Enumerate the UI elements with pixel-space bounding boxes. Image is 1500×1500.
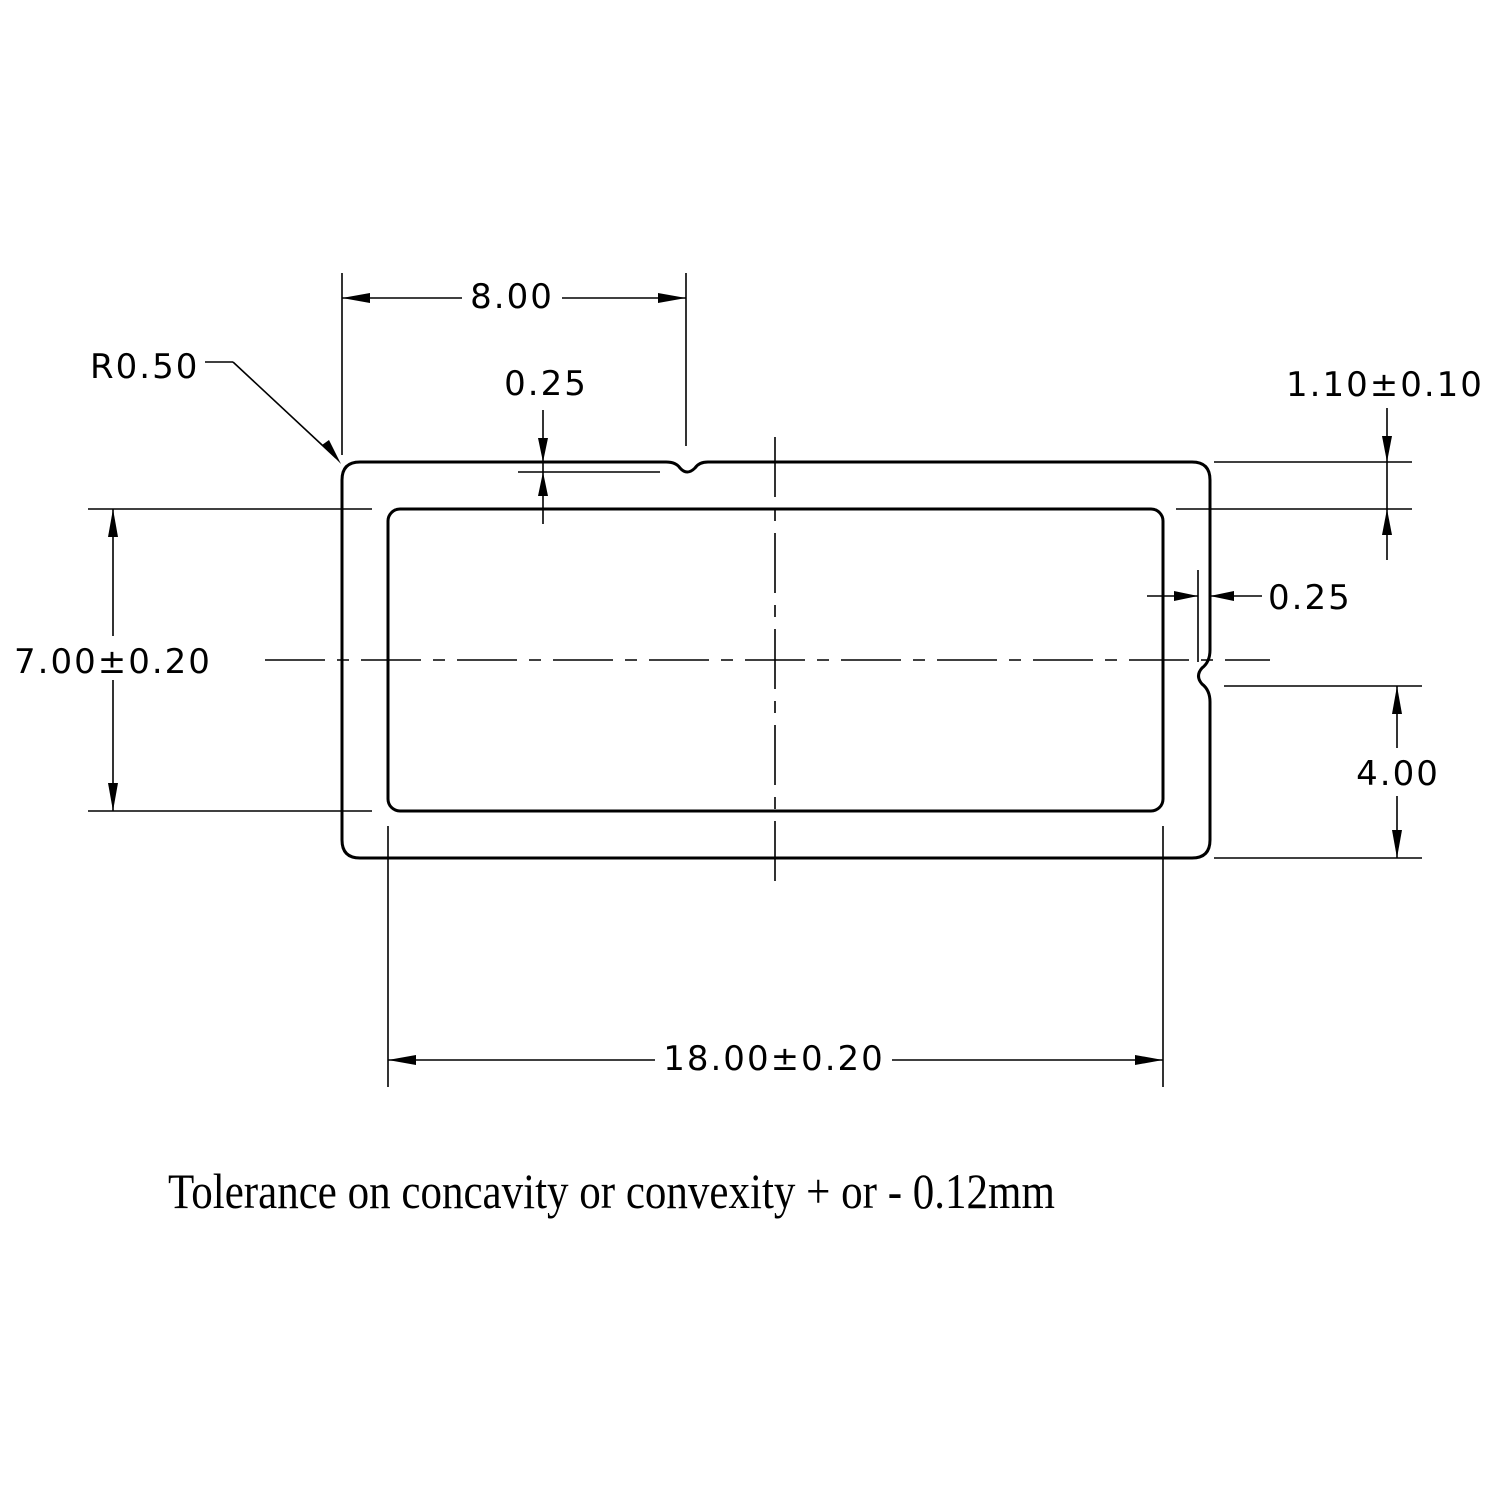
dimension-side-notch: 0.25 bbox=[1147, 570, 1352, 662]
dim-inner-width-label: 18.00±0.20 bbox=[663, 1039, 885, 1079]
dimension-top-width: 8.00 bbox=[341, 273, 687, 455]
dim-notch-position-label: 4.00 bbox=[1356, 754, 1440, 794]
dimension-inner-height: 7.00±0.20 bbox=[14, 508, 372, 812]
dim-corner-radius-label: R0.50 bbox=[90, 347, 199, 387]
dim-wall-thickness-label: 1.10±0.10 bbox=[1286, 365, 1484, 405]
dim-side-notch-label: 0.25 bbox=[1268, 578, 1352, 618]
dim-inner-height-label: 7.00±0.20 bbox=[14, 642, 212, 682]
dimension-wall-thickness: 1.10±0.10 bbox=[1176, 365, 1484, 560]
outer-profile bbox=[340, 460, 1212, 860]
tolerance-note: Tolerance on concavity or convexity + or… bbox=[168, 1163, 1055, 1219]
dimension-corner-radius: R0.50 bbox=[90, 347, 341, 464]
dimension-top-notch: 0.25 bbox=[504, 364, 660, 524]
dim-top-width-label: 8.00 bbox=[470, 277, 554, 317]
dimension-inner-width: 18.00±0.20 bbox=[387, 826, 1164, 1087]
dimension-notch-position: 4.00 bbox=[1214, 685, 1440, 859]
dim-top-notch-label: 0.25 bbox=[504, 364, 588, 404]
